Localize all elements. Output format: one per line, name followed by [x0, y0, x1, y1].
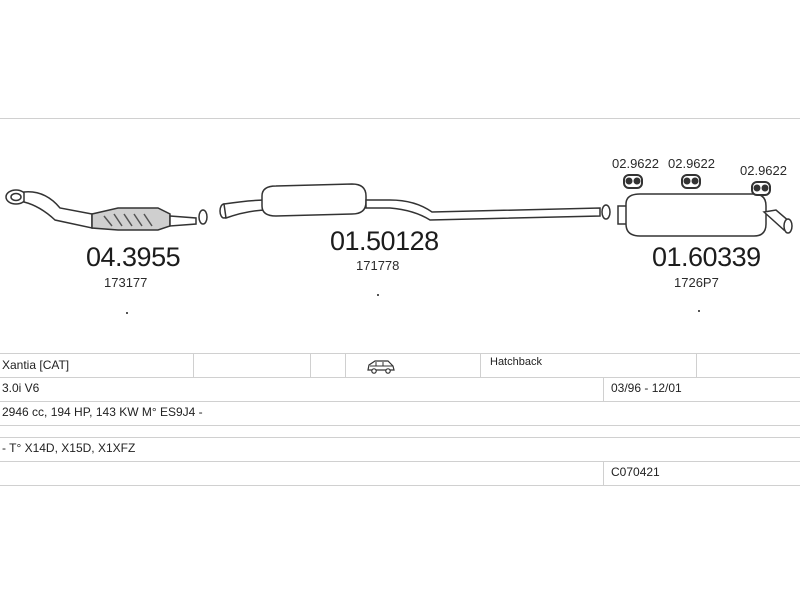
rubber-hanger-icon-3	[751, 181, 771, 196]
table-column-line	[603, 377, 604, 401]
table-column-line	[310, 353, 311, 377]
rear-silencer-icon	[617, 193, 793, 237]
part-reference: 173177	[104, 275, 148, 290]
table-line	[0, 401, 800, 402]
exhaust-diagram: 02.9622 02.9622 02.9622 04.3955 173177 0…	[0, 120, 800, 350]
catalytic-converter-icon	[5, 189, 208, 231]
table-column-line	[480, 353, 481, 377]
table-line	[0, 437, 800, 438]
marker-dot	[126, 312, 128, 314]
part-reference: 1726P7	[674, 275, 719, 290]
part-number[interactable]: 04.3955	[86, 242, 181, 272]
marker-dot	[377, 294, 379, 296]
car-estate-icon	[367, 360, 395, 374]
body-type: Hatchback	[490, 356, 542, 368]
rubber-hanger-icon-1	[623, 174, 643, 189]
table-column-line	[696, 353, 697, 377]
middle-silencer-icon	[219, 183, 611, 221]
notes: - T° X14D, X15D, X1XFZ	[2, 441, 136, 455]
clamp-number[interactable]: 02.9622	[740, 163, 787, 178]
top-border-line	[0, 118, 800, 119]
engine-specs: 2946 cc, 194 HP, 143 KW M° ES9J4 -	[2, 405, 203, 419]
table-column-line	[193, 353, 194, 377]
clamp-number[interactable]: 02.9622	[668, 156, 715, 171]
table-line	[0, 485, 800, 486]
production-period: 03/96 - 12/01	[611, 381, 682, 395]
part-reference: 171778	[356, 258, 400, 273]
table-line	[0, 461, 800, 462]
table-column-line	[345, 353, 346, 377]
part-number[interactable]: 01.50128	[330, 226, 439, 256]
table-line	[0, 353, 800, 354]
table-line	[0, 377, 800, 378]
engine: 3.0i V6	[2, 381, 40, 395]
marker-dot	[698, 310, 700, 312]
table-line	[0, 425, 800, 426]
clamp-number[interactable]: 02.9622	[612, 156, 659, 171]
catalog-code: C070421	[611, 465, 660, 479]
vehicle-model: Xantia [CAT]	[2, 358, 70, 372]
rubber-hanger-icon-2	[681, 174, 701, 189]
exhaust-drawing	[5, 174, 793, 237]
table-column-line	[603, 461, 604, 485]
part-number[interactable]: 01.60339	[652, 242, 761, 272]
